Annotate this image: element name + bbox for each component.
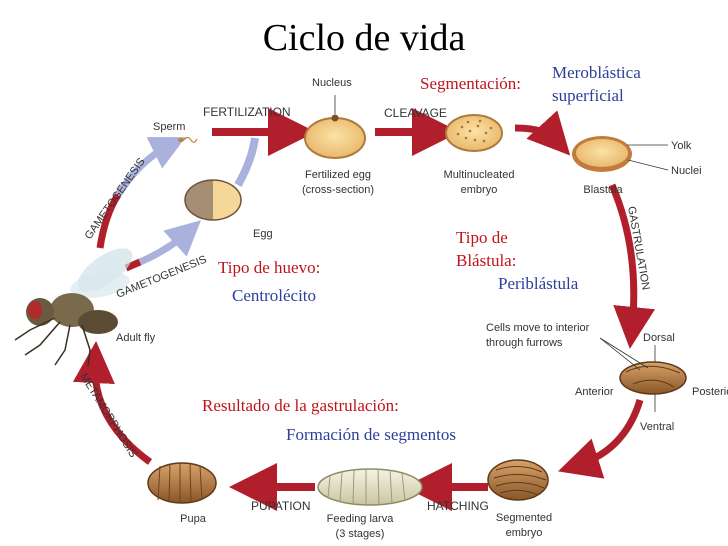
segmentacion-value-2: superficial bbox=[552, 86, 624, 105]
pupa-label: Pupa bbox=[180, 513, 207, 525]
fertilized-egg-label-1: Fertilized egg bbox=[305, 169, 371, 181]
egg-to-fertilization-arrow bbox=[234, 137, 259, 187]
dorsal-label: Dorsal bbox=[643, 332, 675, 344]
blastula-type-label-2: Blástula: bbox=[456, 251, 516, 270]
cleavage-label: CLEAVAGE bbox=[384, 106, 447, 120]
to-blastula-arrow bbox=[514, 110, 571, 156]
egg-label: Egg bbox=[253, 228, 273, 240]
feeding-larva-label-2: (3 stages) bbox=[336, 528, 385, 540]
gametogenesis-bottom-arrow-red bbox=[124, 258, 142, 272]
segmented-embryo-icon bbox=[487, 459, 549, 501]
huevo-value: Centrolécito bbox=[232, 286, 316, 305]
yolk-label: Yolk bbox=[671, 140, 692, 152]
blastula-type-value: Periblástula bbox=[498, 274, 579, 293]
fertilization-label: FERTILIZATION bbox=[203, 105, 291, 119]
segmented-embryo-label-1: Segmented bbox=[496, 512, 552, 524]
adult-fly-icon bbox=[14, 248, 133, 367]
posterior-label: Posterior bbox=[692, 386, 728, 398]
multinucleated-embryo-icon bbox=[445, 114, 503, 152]
cells-move-label-1: Cells move to interior bbox=[486, 322, 590, 334]
nucleus-label: Nucleus bbox=[312, 77, 352, 89]
pupa-icon bbox=[147, 462, 217, 504]
cells-move-label-2: through furrows bbox=[486, 337, 563, 349]
gastrulacion-value: Formación de segmentos bbox=[286, 425, 456, 444]
gametogenesis-top-label: GAMETOGENESIS bbox=[83, 156, 148, 242]
gastrulation-arrow bbox=[608, 183, 656, 349]
page-title: Ciclo de vida bbox=[263, 17, 466, 59]
segmentacion-value-1: Meroblástica bbox=[552, 63, 641, 82]
fertilized-egg-icon bbox=[304, 95, 366, 159]
metamorphosis-arrow bbox=[72, 341, 153, 465]
fertilized-egg-label-2: (cross-section) bbox=[302, 184, 374, 196]
feeding-larva-label-1: Feeding larva bbox=[327, 513, 395, 525]
gametogenesis-bottom-arrow-blue bbox=[138, 220, 202, 266]
ventral-label: Ventral bbox=[640, 421, 674, 433]
gastrulacion-label: Resultado de la gastrulación: bbox=[202, 396, 399, 415]
anterior-label: Anterior bbox=[575, 386, 614, 398]
to-segmented-arrow bbox=[557, 398, 644, 479]
hatching-label: HATCHING bbox=[427, 499, 489, 513]
segmentacion-label: Segmentación: bbox=[420, 74, 521, 93]
egg-icon bbox=[184, 179, 242, 221]
gametogenesis-top-arrow-red bbox=[96, 193, 121, 249]
blastula-label: Blastula bbox=[583, 184, 623, 196]
feeding-larva-icon bbox=[317, 468, 423, 506]
multinucleated-label-1: Multinucleated bbox=[444, 169, 515, 181]
pupation-label: PUPATION bbox=[251, 499, 311, 513]
cycle-arrows bbox=[72, 108, 656, 511]
multinucleated-label-2: embryo bbox=[461, 184, 498, 196]
huevo-label: Tipo de huevo: bbox=[218, 258, 320, 277]
segmented-embryo-label-2: embryo bbox=[506, 527, 543, 539]
metamorphosis-label: METAMORPHOSIS bbox=[77, 371, 139, 460]
blastula-type-label-1: Tipo de bbox=[456, 228, 508, 247]
adult-fly-label: Adult fly bbox=[116, 332, 156, 344]
sperm-label: Sperm bbox=[153, 121, 185, 133]
nuclei-label: Nuclei bbox=[671, 165, 702, 177]
blastula-icon bbox=[572, 136, 669, 172]
gametogenesis-top-arrow-blue bbox=[115, 137, 186, 197]
sperm-icon bbox=[178, 136, 198, 143]
gastrula-icon bbox=[599, 337, 687, 412]
